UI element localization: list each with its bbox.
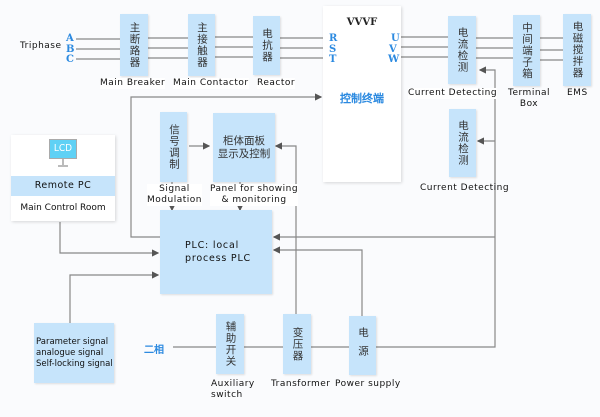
triphase-label: Triphase (20, 41, 62, 51)
vvvf-input-r: R (329, 33, 338, 44)
remote-pc-panel: LCD Remote PC Main Control Room (11, 135, 115, 221)
two-phase-label: 二相 (144, 345, 164, 356)
ems-box: 电磁搅拌器 (563, 14, 591, 86)
phase-a-label: A (66, 33, 74, 44)
wire-plc-to-vvvf (130, 93, 323, 238)
main-breaker-label: Main Breaker (100, 78, 166, 89)
current-detecting-box-2: 电流检测 (449, 109, 476, 177)
transformer-label: Transformer (271, 379, 331, 389)
vvvf-input-s: S (329, 44, 337, 55)
wire-remote-to-plc (59, 222, 160, 257)
ems-label: EMS (567, 88, 588, 98)
terminal-box-box: 中间端子箱 (513, 15, 540, 86)
lcd-monitor-icon: LCD (49, 139, 77, 169)
wire-transformer-to-panel (274, 142, 297, 316)
power-supply-box: 电源 (349, 316, 376, 375)
signals-box: Parameter signal analogue signal Self-lo… (34, 323, 114, 383)
power-supply-label: Power supply (335, 379, 401, 389)
vvvf-output-w: W (388, 54, 400, 65)
phase-b-label: B (66, 44, 75, 55)
auxiliary-switch-box: 辅助开关 (216, 314, 244, 374)
reactor-box: 电抗器 (253, 16, 280, 75)
main-contactor-box: 主接触器 (188, 14, 215, 76)
vvvf-output-v: V (389, 44, 397, 55)
vvvf-output-u: U (391, 33, 400, 44)
panel-box: 柜体面板 显示及控制 (213, 113, 275, 182)
wire-right-trunk (375, 66, 496, 348)
remote-pc-title: Remote PC (11, 176, 115, 196)
main-contactor-label: Main Contactor (173, 78, 249, 89)
vvvf-title: VVVF (346, 17, 378, 28)
wire-power-to-plc (272, 246, 363, 316)
remote-pc-subtitle: Main Control Room (20, 203, 106, 213)
lcd-screen: LCD (49, 139, 77, 159)
current-detecting-box-1: 电流检测 (448, 16, 476, 84)
main-breaker-box: 主断路器 (120, 14, 148, 76)
wire-signals-to-plc (69, 271, 160, 323)
vvvf-inverter: VVVF R S T U V W 控制终端 (323, 6, 401, 182)
vvvf-control-terminal: 控制终端 (340, 92, 384, 105)
signal-modulation-box: 信号调制 (160, 112, 187, 182)
current-detecting-label-1: Current Detecting (408, 88, 498, 99)
panel-label: Panel for showing & monitoring (210, 184, 299, 206)
reactor-label: Reactor (257, 78, 296, 89)
phase-c-label: C (66, 54, 74, 65)
transformer-box: 变压器 (283, 314, 311, 374)
vvvf-input-t: T (329, 54, 337, 65)
current-detecting-label-2: Current Detecting (420, 183, 510, 193)
signal-modulation-label: Signal Modulation (147, 184, 202, 206)
auxiliary-switch-label: Auxiliary switch (211, 379, 255, 400)
terminal-box-label: Terminal Box (508, 88, 551, 109)
plc-box: PLC: local process PLC (160, 210, 272, 294)
